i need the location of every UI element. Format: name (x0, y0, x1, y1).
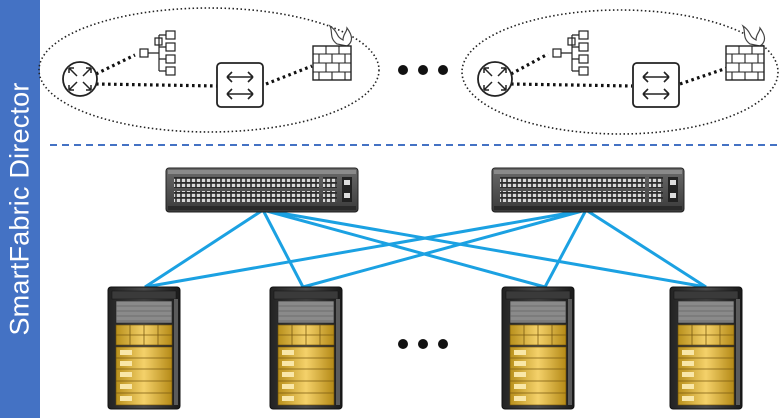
router-icon (62, 61, 98, 97)
top-ellipsis (398, 65, 448, 75)
group-ellipse (38, 7, 380, 133)
hierarchy-icon (139, 30, 176, 76)
group-links (95, 53, 313, 88)
firewall-icon (312, 25, 353, 81)
network-switch-icon (165, 167, 359, 213)
server-rack-icon (107, 286, 181, 410)
server-rack-icon (269, 286, 343, 410)
side-banner: SmartFabric Director (0, 0, 40, 418)
switch-icon (632, 62, 680, 108)
bottom-ellipsis (398, 339, 448, 349)
fabric-links (144, 208, 707, 289)
virtual-group-2 (461, 9, 779, 135)
group-ellipse (461, 9, 779, 135)
group-links (510, 52, 728, 88)
firewall-icon (725, 25, 766, 81)
hierarchy-icon (552, 30, 589, 76)
virtual-group-1 (38, 7, 380, 133)
server-rack-icon (669, 286, 743, 410)
switch-icon (216, 62, 264, 108)
server-rack-icon (501, 286, 575, 410)
network-switch-icon (491, 167, 685, 213)
router-icon (477, 61, 513, 97)
